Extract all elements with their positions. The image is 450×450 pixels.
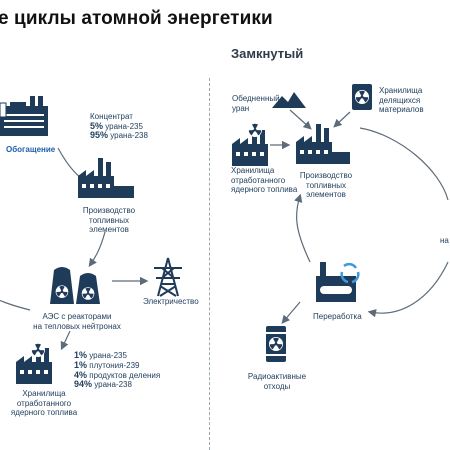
right-edge-label: на	[440, 236, 449, 245]
concentrate-title: Концентрат	[90, 112, 133, 121]
fuel-production-factory-icon	[78, 158, 134, 198]
left-storage-label: Хранилища отработанного ядерного топлива	[10, 389, 78, 417]
enrichment-factory-icon	[0, 96, 48, 136]
arrow-fuel-to-npp	[88, 231, 106, 267]
closed-cycle-heading: Замкнутый	[231, 46, 304, 61]
arrow-reprocessing-to-fuel	[294, 193, 311, 263]
right-storage-label: Хранилища отработанного ядерного топлива	[231, 166, 298, 194]
concentrate-line-1: 5% урана-235	[90, 120, 143, 131]
arrow-reprocessing-to-waste	[281, 301, 301, 324]
section-divider	[209, 78, 210, 450]
electricity-label: Электричество	[143, 297, 199, 306]
arrow-right-bottom-arc	[367, 261, 449, 318]
concentrate-line-2: 95% урана-238	[90, 130, 148, 140]
power-pylon-icon	[154, 257, 182, 297]
recycle-icon	[340, 262, 360, 284]
npp-label: АЭС с реакторами на тепловых нейтронах	[33, 312, 121, 331]
depleted-uranium-label: Обедненный уран	[232, 94, 280, 113]
fissile-storage-label: Хранилища делящихся материалов	[379, 86, 424, 114]
right-fuel-production-label: Производство топливных элементов	[299, 171, 353, 199]
arrow-npp-to-storage	[60, 330, 71, 351]
arrow-left-return	[0, 299, 31, 311]
reprocessing-plant-icon	[316, 262, 356, 302]
page-title: е циклы атомной энергетики	[0, 8, 273, 29]
right-fuel-production-factory-icon	[296, 124, 350, 164]
right-spent-fuel-storage-icon	[232, 123, 268, 166]
npp-cooling-towers-icon	[50, 267, 100, 304]
arrow-fissile-to-fuel	[333, 111, 351, 128]
depleted-uranium-pile-icon	[272, 92, 306, 108]
spent-fuel-storage-factory-icon	[16, 343, 52, 384]
spent-fuel-composition: 1% урана-235 1% плутония-239 4% продукто…	[74, 350, 161, 390]
arrow-depleted-to-fuel	[289, 109, 312, 130]
enrichment-label: Обогащение	[6, 145, 56, 154]
reprocessing-label: Переработка	[313, 312, 362, 321]
radioactive-waste-label: Радиоактивные отходы	[247, 372, 307, 391]
fuel-production-label: Производство топливных элементов	[82, 206, 136, 234]
concentrate-label: Концентрат 5% урана-235 95% урана-238	[90, 112, 148, 141]
radioactive-waste-barrel-icon	[266, 326, 286, 362]
fissile-storage-barrel-icon	[352, 84, 372, 110]
arrow-right-top-arc	[359, 127, 449, 201]
